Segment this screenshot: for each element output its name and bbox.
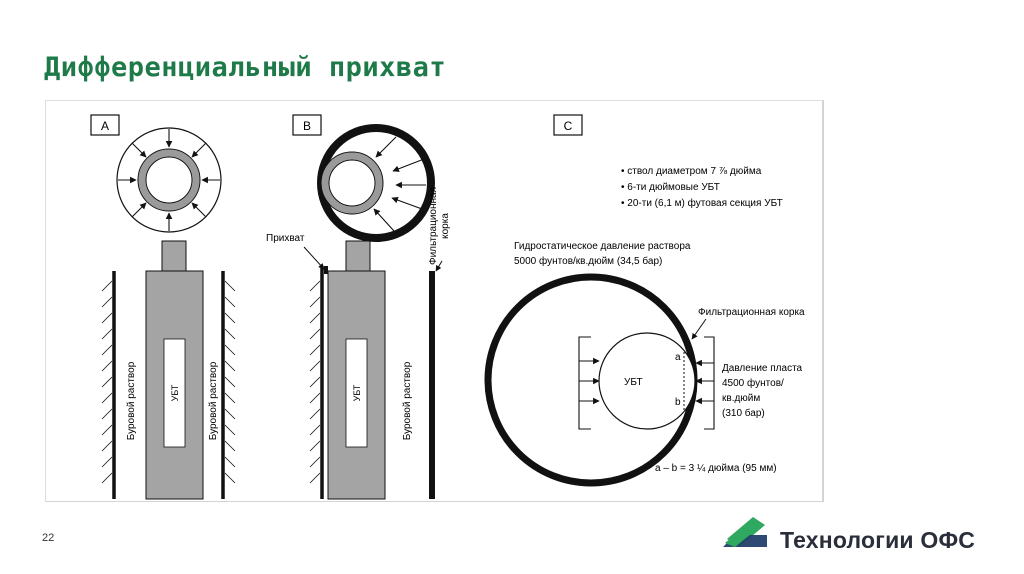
filter-cake-pointer xyxy=(435,260,443,272)
collar-section-c xyxy=(598,332,696,430)
page-number: 22 xyxy=(42,532,55,544)
note-3: • 20-ти (6,1 м) футовая секция УБТ xyxy=(621,197,783,209)
contact-length-label: a – b = 3 ¼ дюйма (95 мм) xyxy=(655,462,777,474)
point-b: b xyxy=(675,397,681,408)
formation-hatch-b xyxy=(309,280,321,484)
point-a: a xyxy=(675,352,681,363)
page-title: Дифференциальный прихват xyxy=(44,52,447,83)
panel-c: C • ствол диаметром 7 ⅞ дюйма • 6-ти дюй… xyxy=(484,114,805,487)
collar-label-b: УБТ xyxy=(352,384,362,401)
panel-b-label: B xyxy=(303,119,311,133)
formation-label-2: 4500 фунтов/ xyxy=(722,377,784,389)
hydrostatic-label-1: Гидростатическое давление раствора xyxy=(514,241,691,252)
panel-a: A УБТ Буровой раствор Буровой раствор xyxy=(90,114,236,500)
hydrostatic-label-2: 5000 фунтов/кв.дюйм (34,5 бар) xyxy=(514,255,662,267)
panel-b: B Прихват Фильтрационная корка УБТ Буро xyxy=(266,114,451,500)
mud-label-a-left: Буровой раствор xyxy=(126,361,137,440)
panel-c-label: C xyxy=(564,119,573,133)
panel-a-label-box xyxy=(90,114,120,136)
filter-cake-label-b-1: Фильтрационная xyxy=(428,187,439,265)
collar-top-b xyxy=(345,240,371,272)
note-2: • 6-ти дюймовые УБТ xyxy=(621,182,720,193)
hydrostatic-arrows xyxy=(578,336,600,430)
mud-label-b: Буровой раствор xyxy=(402,361,413,440)
filter-cake-pointer-c xyxy=(691,318,707,340)
panel-c-label-box xyxy=(553,114,583,136)
formation-arrows xyxy=(695,336,715,430)
mud-label-a-right: Буровой раствор xyxy=(208,361,219,440)
borehole-wall xyxy=(116,127,222,233)
panel-a-label: A xyxy=(101,119,109,133)
filter-cake-label-b-2: корка xyxy=(440,213,451,239)
collar-label-a: УБТ xyxy=(170,384,180,401)
formation-label-1: Давление пласта xyxy=(722,363,803,374)
ofs-logo-icon xyxy=(723,513,773,558)
stuck-collar-section xyxy=(321,152,383,214)
collar-top xyxy=(161,240,187,272)
brand-name: Технологии ОФС xyxy=(780,527,976,553)
mud-pressure-arrows xyxy=(118,129,220,231)
formation-hatch-a xyxy=(101,280,236,484)
stuck-label: Прихват xyxy=(266,233,305,244)
note-1: • ствол диаметром 7 ⅞ дюйма xyxy=(621,166,762,177)
stuck-pointer xyxy=(303,246,325,270)
formation-label-4: (310 бар) xyxy=(722,407,765,419)
pressure-arrows-b xyxy=(373,136,426,232)
panel-b-label-box xyxy=(292,114,322,136)
formation-label-3: кв.дюйм xyxy=(722,393,760,404)
differential-sticking-diagram: A УБТ Буровой раствор Буровой раствор xyxy=(45,100,824,502)
drill-collar-section xyxy=(138,149,200,211)
filter-cake-label-c: Фильтрационная корка xyxy=(698,307,805,318)
collar-label-c: УБТ xyxy=(624,377,643,388)
